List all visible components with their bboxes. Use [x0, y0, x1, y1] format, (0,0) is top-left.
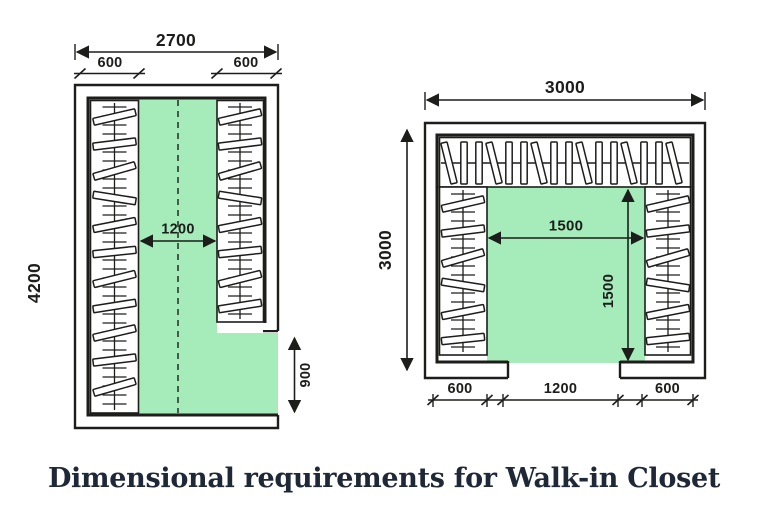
dim-right-door-opening-label: 1200 — [544, 381, 577, 397]
figure-title: Dimensional requirements for Walk-in Clo… — [47, 463, 721, 494]
dim-left-shelf-left-label: 600 — [97, 55, 122, 71]
right-plan-clearance-area — [487, 187, 645, 363]
closet-plans-drawing: 2700 600 600 4200 1200 900 — [24, 30, 707, 430]
right-plan-outer-wall-caps — [506, 361, 622, 378]
right-plan-left-shelf-clothes — [440, 190, 486, 352]
dim-left-aisle: 1200 — [139, 222, 217, 248]
left-plan-wall-stub — [217, 323, 276, 330]
dim-right-bottom-right-shelf-label: 600 — [655, 381, 680, 397]
dim-right-total-height: 3000 — [375, 128, 414, 372]
dim-right-clearance-width-label: 1500 — [549, 218, 584, 235]
left-plan: 2700 600 600 4200 1200 900 — [24, 30, 314, 430]
right-plan-right-shelf-clothes — [645, 190, 691, 352]
dim-left-door-opening-label: 900 — [298, 362, 314, 387]
dim-right-total-height-label: 3000 — [375, 230, 395, 270]
dim-left-door-opening: 900 — [287, 336, 314, 414]
dim-left-shelf-left: 600 — [73, 55, 146, 80]
right-plan-inner-wall — [435, 133, 695, 364]
right-plan-top-shelf-clothes — [440, 141, 683, 185]
dim-right-total-width-label: 3000 — [545, 77, 585, 97]
left-plan-left-shelf-clothes — [92, 103, 137, 410]
dim-left-shelf-right-label: 600 — [233, 55, 258, 71]
left-plan-outer-wall — [73, 83, 280, 430]
dim-left-total-height-label: 4200 — [24, 263, 44, 303]
left-plan-inner-wall — [86, 96, 278, 417]
dim-right-clearance-width: 1500 — [487, 218, 645, 245]
dim-right-bottom-chain: 600 1200 600 — [426, 381, 700, 407]
right-plan: 3000 3000 1500 1500 — [375, 77, 707, 407]
dim-left-aisle-label: 1200 — [161, 222, 194, 238]
left-plan-clearance-area — [139, 98, 278, 415]
right-plan-outer-wall — [423, 121, 707, 380]
dim-right-clearance-height: 1500 — [600, 188, 635, 362]
dim-right-clearance-height-label: 1500 — [600, 274, 617, 309]
dim-left-shelf-right: 600 — [210, 55, 283, 80]
dim-left-total-width: 2700 — [74, 30, 279, 60]
left-plan-right-shelf-clothes — [217, 103, 263, 319]
dim-right-total-width: 3000 — [424, 77, 706, 110]
dim-left-total-width-label: 2700 — [156, 30, 196, 50]
dim-right-bottom-left-shelf-label: 600 — [447, 381, 472, 397]
